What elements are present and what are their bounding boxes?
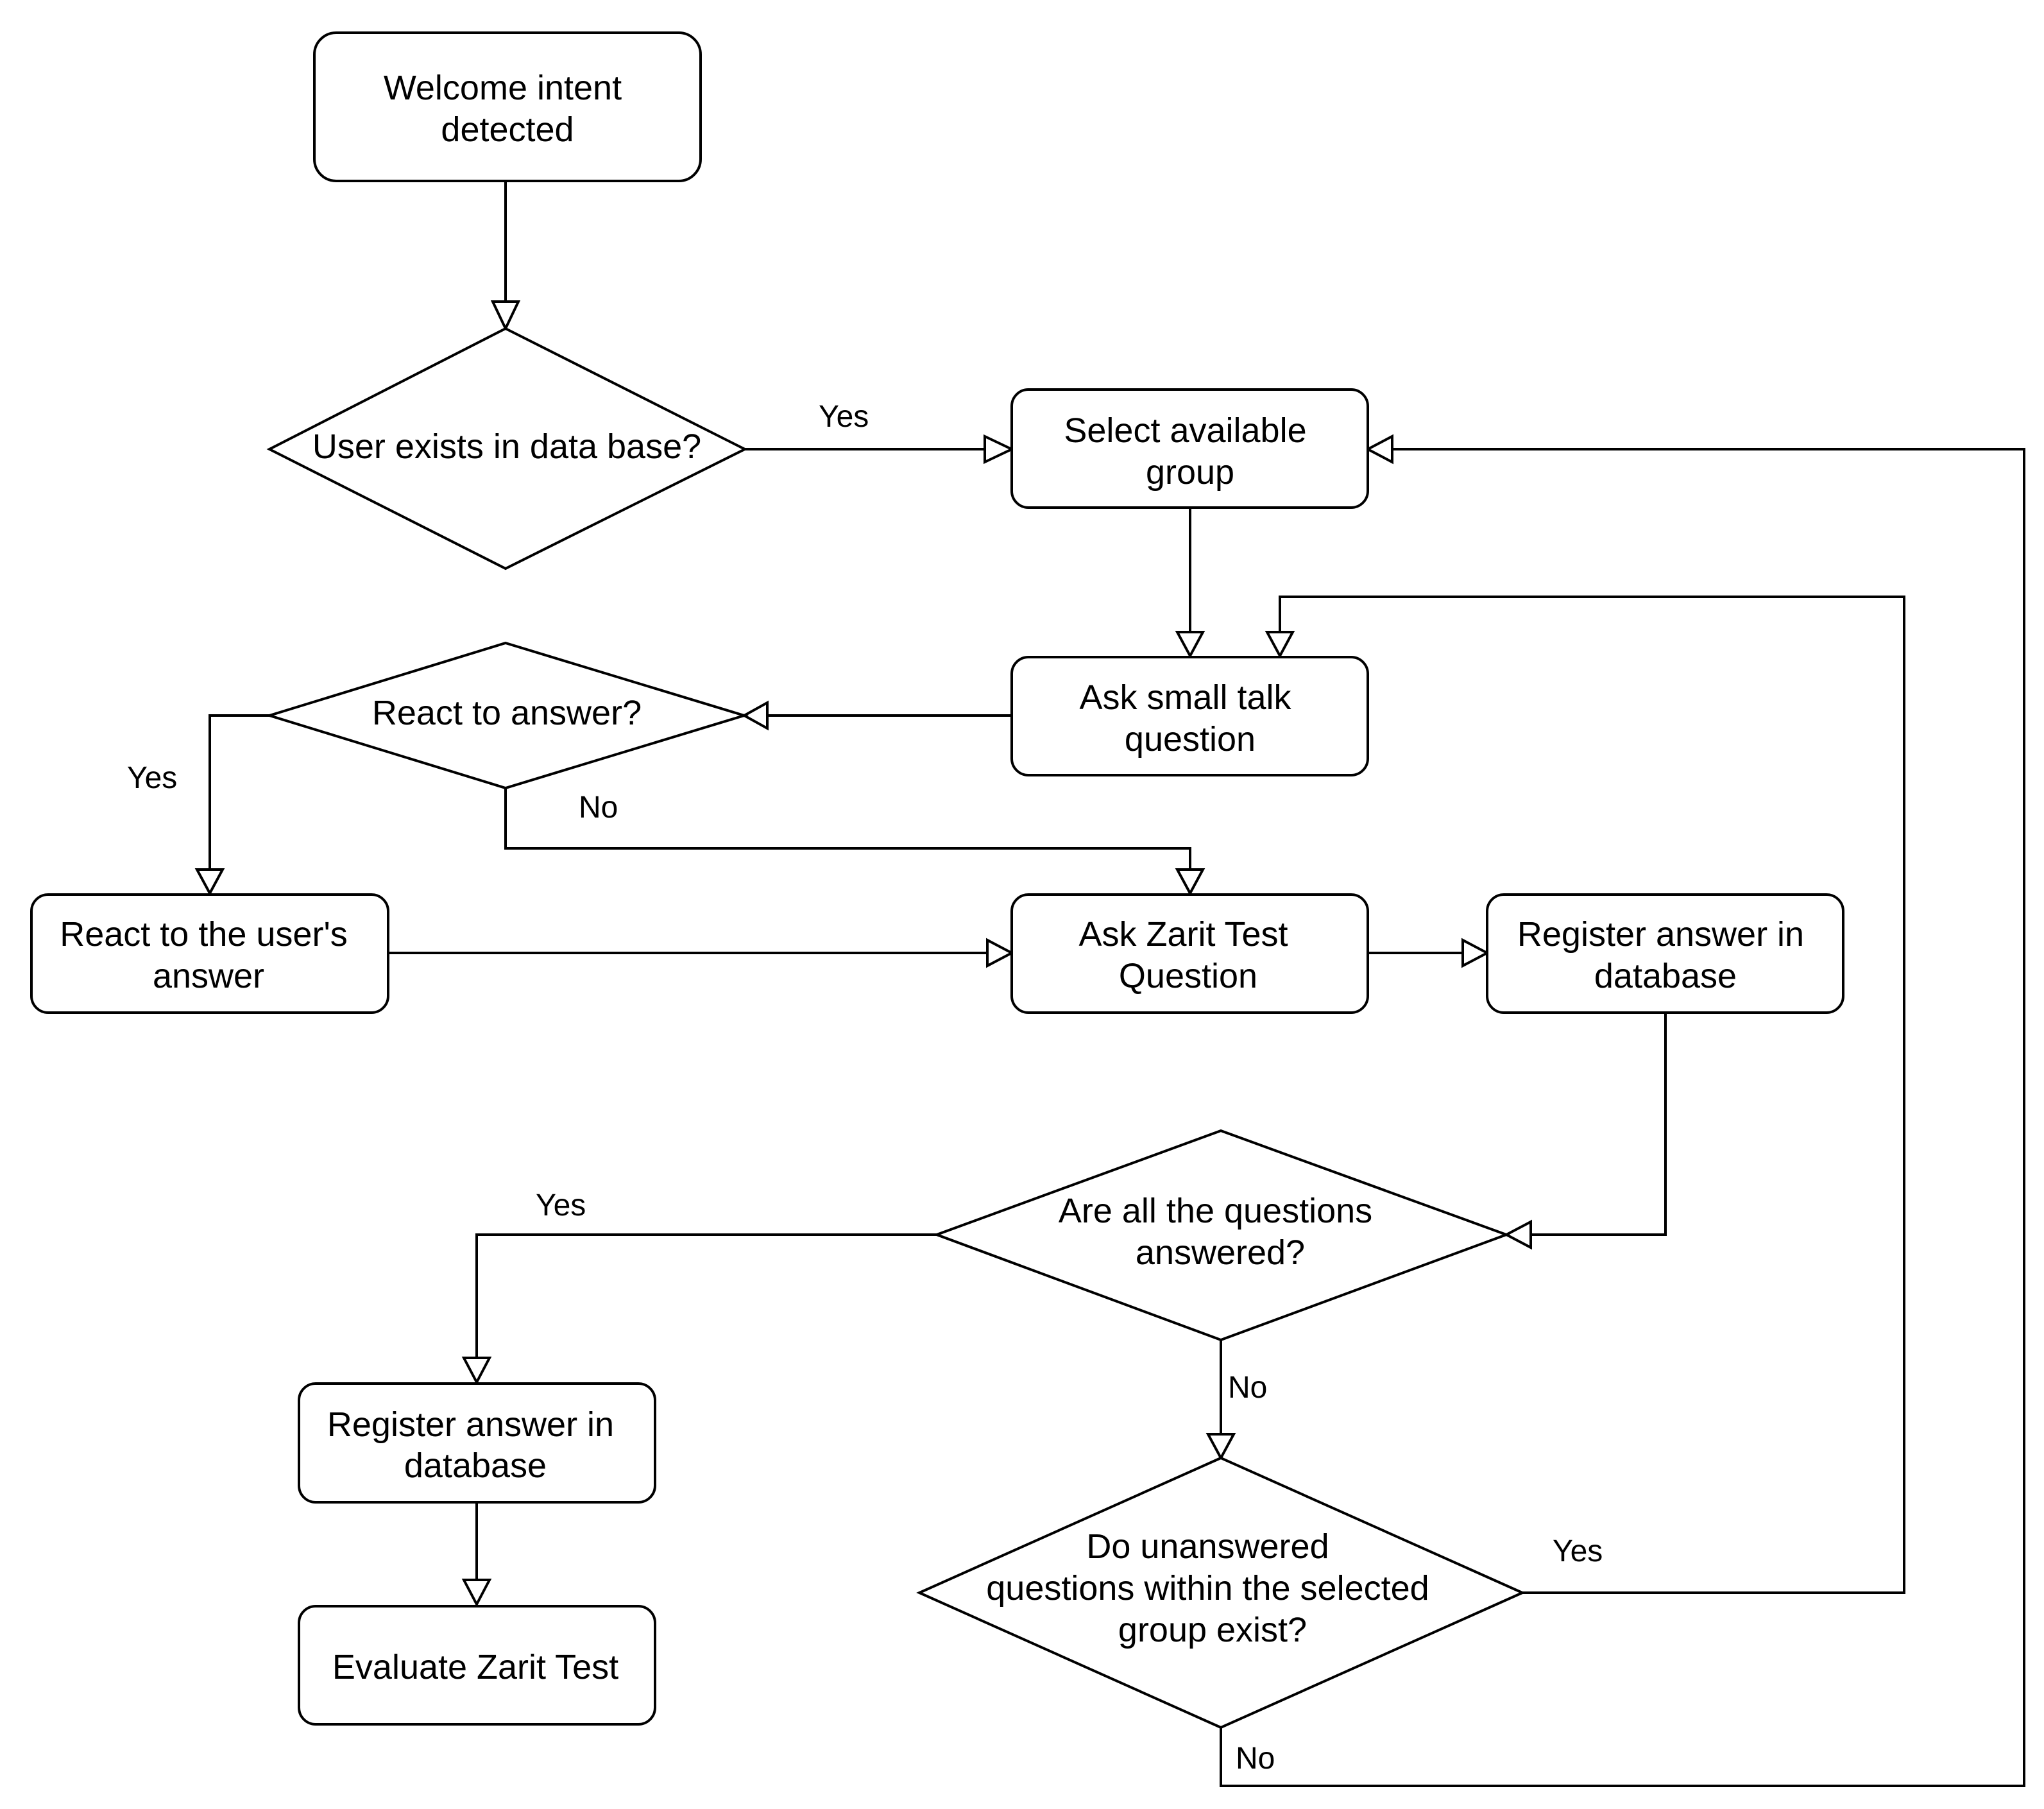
node-register-1-text: Register answer in database <box>1517 915 1814 995</box>
node-welcome-text: Welcome intent detected <box>384 69 631 149</box>
node-small-talk-text: Ask small talk question <box>1079 678 1300 759</box>
node-react-user-line-2: answer <box>153 957 264 995</box>
node-small-talk-line-2: question <box>1125 720 1256 759</box>
arrowhead-user-exists-to-select-group <box>984 434 1015 465</box>
node-register-2-line-1: Register answer in <box>327 1405 614 1444</box>
arrowhead-welcome-to-user-exists <box>490 300 521 332</box>
edge-react-no-to-zarit-question <box>504 788 1191 870</box>
arrowhead-unanswered-no-to-select-group <box>1365 434 1393 465</box>
decision-all-answered: Are all the questions answered? <box>933 1129 1510 1342</box>
node-evaluate: Evaluate Zarit Test <box>298 1605 656 1726</box>
node-select-group-line-1: Select available <box>1064 411 1306 450</box>
node-select-group-line-2: group <box>1146 453 1234 492</box>
label-user-exists-yes: Yes <box>819 400 869 434</box>
label-all-answered-no: No <box>1228 1371 1267 1405</box>
decision-user-exists-shape <box>266 327 748 570</box>
decision-all-answered-shape <box>933 1129 1510 1342</box>
edge-all-answered-yes-to-register-2 <box>475 1233 937 1358</box>
node-register-2-box <box>298 1382 656 1504</box>
decision-react-shape <box>265 641 749 790</box>
node-react-user: React to the user's answer <box>30 893 389 1014</box>
decision-unanswered-exist-line-1: Do unanswered <box>1086 1527 1329 1566</box>
node-small-talk-line-1: Ask small talk <box>1079 678 1291 717</box>
edges <box>194 182 2025 1787</box>
decision-unanswered-exist: Do unanswered questions within the selec… <box>916 1456 1526 1729</box>
node-react-user-line-1: React to the user's <box>60 915 348 954</box>
arrowhead-react-yes-to-react-user <box>194 868 225 896</box>
decision-all-answered-text: Are all the questions answered? <box>1059 1192 1382 1272</box>
label-all-answered-yes: Yes <box>536 1188 586 1222</box>
node-welcome-line-2: detected <box>441 110 574 149</box>
node-register-1-box <box>1486 893 1844 1014</box>
node-react-user-text: React to the user's answer <box>60 915 357 995</box>
node-evaluate-text: Evaluate Zarit Test <box>332 1648 618 1686</box>
node-register-1-line-2: database <box>1594 957 1737 995</box>
node-register-2: Register answer in database <box>298 1382 656 1504</box>
arrowhead-react-no-to-zarit-question <box>1175 868 1205 896</box>
arrowhead-register-2-to-evaluate <box>461 1579 492 1608</box>
decision-user-exists-text: User exists in data base? <box>312 427 701 466</box>
decision-all-answered-line-1: Are all the questions <box>1059 1192 1372 1230</box>
node-zarit-question: Ask Zarit Test Question <box>1010 893 1369 1014</box>
arrowhead-all-answered-yes-to-register-2 <box>461 1357 492 1385</box>
arrowhead-small-talk-to-react-decision <box>741 700 769 731</box>
arrowhead-register-1-to-all-answered <box>1503 1219 1532 1250</box>
node-register-1-line-1: Register answer in <box>1517 915 1804 954</box>
node-zarit-question-line-2: Question <box>1119 957 1257 995</box>
node-zarit-question-box <box>1010 893 1369 1014</box>
node-register-2-text: Register answer in database <box>327 1405 624 1485</box>
decision-unanswered-exist-line-3: group exist? <box>1118 1611 1307 1649</box>
node-react-user-box <box>30 893 389 1014</box>
arrowhead-select-group-to-small-talk <box>1175 631 1205 659</box>
node-evaluate-line-1: Evaluate Zarit Test <box>332 1648 618 1686</box>
edge-unanswered-yes-to-small-talk <box>1279 596 1905 1594</box>
decision-user-exists-line-1: User exists in data base? <box>312 427 701 466</box>
decision-react-line-1: React to answer? <box>372 694 642 732</box>
node-welcome: Welcome intent detected <box>313 31 702 182</box>
node-welcome-line-1: Welcome intent <box>384 69 622 107</box>
decision-unanswered-exist-shape <box>916 1456 1526 1729</box>
node-select-group: Select available group <box>1010 388 1369 509</box>
arrowhead-all-answered-no-to-unanswered <box>1205 1433 1236 1461</box>
node-zarit-question-text: Ask Zarit Test Question <box>1078 915 1297 995</box>
edge-labels: Yes Yes No Yes No Yes No <box>127 400 1603 1776</box>
node-register-2-line-2: database <box>404 1446 547 1485</box>
arrowhead-zarit-question-to-register-1 <box>1461 938 1490 968</box>
decision-user-exists: User exists in data base? <box>266 327 748 570</box>
decision-react: React to answer? <box>265 641 749 790</box>
node-select-group-box <box>1010 388 1369 509</box>
node-register-1: Register answer in database <box>1486 893 1844 1014</box>
decision-unanswered-exist-text: Do unanswered questions within the selec… <box>986 1527 1438 1649</box>
node-evaluate-box <box>298 1605 656 1726</box>
node-welcome-box <box>313 31 702 182</box>
label-unanswered-yes: Yes <box>1553 1534 1603 1568</box>
node-zarit-question-line-1: Ask Zarit Test <box>1078 915 1288 954</box>
decision-react-text: React to answer? <box>372 694 642 732</box>
node-select-group-text: Select available group <box>1064 411 1316 492</box>
arrowhead-react-user-to-zarit-question <box>986 938 1015 968</box>
label-unanswered-no: No <box>1236 1742 1275 1776</box>
arrowhead-unanswered-yes-to-small-talk <box>1265 631 1295 659</box>
edge-register-1-to-all-answered <box>1531 1013 1667 1236</box>
decision-unanswered-exist-line-2: questions within the selected <box>986 1569 1429 1608</box>
decision-all-answered-line-2: answered? <box>1136 1233 1305 1272</box>
node-small-talk-box <box>1010 656 1369 776</box>
node-small-talk: Ask small talk question <box>1010 656 1369 776</box>
label-react-no: No <box>579 791 618 825</box>
label-react-yes: Yes <box>127 761 177 795</box>
edge-unanswered-no-to-select-group <box>1220 448 2025 1787</box>
edge-react-yes-to-react-user <box>209 714 269 870</box>
